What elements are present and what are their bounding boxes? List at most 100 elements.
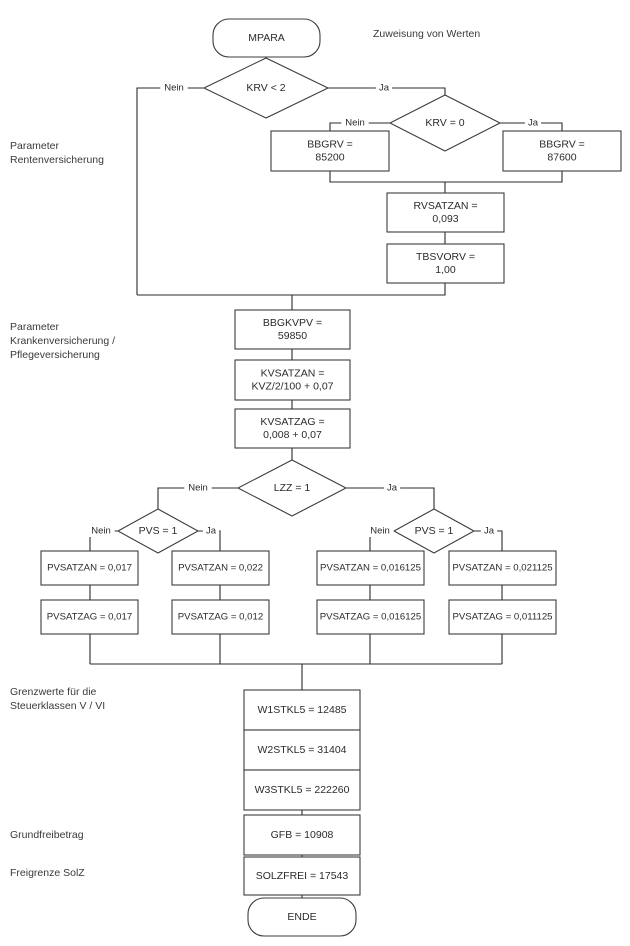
node-label: KVSATZAG =	[260, 416, 324, 428]
node-label: BBGRV =	[307, 138, 353, 150]
label-kranken-pflege: Parameter Krankenversicherung / Pflegeve…	[10, 321, 116, 361]
edge-label-backdrop	[87, 525, 115, 537]
node-label: PVSATZAN = 0,021125	[452, 563, 552, 574]
node-pvs-right[interactable]: PVS = 1	[392, 508, 476, 554]
edge-label-backdrop	[341, 117, 369, 129]
node-pvsatzan-0021125[interactable]: PVSATZAN = 0,021125	[448, 550, 557, 586]
node-label: RVSATZAN =	[413, 200, 477, 212]
node-kvsatzag[interactable]: KVSATZAG =0,008 + 0,07	[234, 408, 351, 449]
node-w1stkl5[interactable]: W1STKL5 = 12485	[243, 689, 361, 731]
label-grundfreibetrag: Grundfreibetrag	[10, 829, 84, 841]
node-label: PVSATZAN = 0,022	[178, 563, 263, 574]
node-pvsatzag-0016125[interactable]: PVSATZAG = 0,016125	[316, 599, 425, 635]
conn-bbgrv1-merge	[329, 171, 445, 183]
node-bbgrv-85200[interactable]: BBGRV =85200	[270, 130, 390, 172]
node-pvs-left[interactable]: PVS = 1	[116, 508, 200, 554]
node-label: ENDE	[287, 911, 316, 923]
edge-krv0-ja: Ja	[528, 118, 539, 129]
edge-label-backdrop	[366, 525, 394, 537]
node-label: PVSATZAG = 0,017	[47, 612, 132, 623]
process-shape	[171, 550, 270, 586]
process-shape	[243, 814, 361, 856]
label-grenzwerte: Grenzwerte für die Steuerklassen V / VI	[10, 686, 106, 712]
node-start[interactable]: MPARA	[212, 18, 321, 58]
node-label: BBGRV =	[539, 138, 585, 150]
node-tbsvorv[interactable]: TBSVORV =1,00	[386, 243, 505, 284]
edge-label-backdrop	[480, 525, 498, 537]
node-w2stkl5[interactable]: W2STKL5 = 31404	[243, 729, 361, 771]
process-shape	[234, 359, 351, 401]
label-rentenversicherung: Parameter Rentenversicherung	[10, 140, 104, 166]
process-shape	[316, 599, 425, 635]
process-shape	[448, 599, 557, 635]
node-kvsatzan[interactable]: KVSATZAN =KVZ/2/100 + 0,07	[234, 359, 351, 401]
process-shape	[448, 550, 557, 586]
process-shape	[386, 192, 505, 233]
edge-label-backdrop	[202, 525, 220, 537]
node-lzz-eq-1[interactable]: LZZ = 1	[236, 459, 348, 517]
node-label: GFB = 10908	[271, 829, 334, 841]
conn-tbsvorv-down	[137, 283, 446, 296]
node-pvsatzan-0017[interactable]: PVSATZAN = 0,017	[40, 550, 139, 586]
node-solzfrei[interactable]: SOLZFREI = 17543	[243, 856, 361, 896]
node-label: PVSATZAG = 0,012	[178, 612, 263, 623]
edge-label-backdrop	[375, 82, 393, 94]
node-krv-eq-0[interactable]: KRV = 0	[388, 94, 502, 152]
node-pvsatzan-0016125[interactable]: PVSATZAN = 0,016125	[316, 550, 425, 586]
decision-shape	[388, 94, 502, 152]
node-pvsatzag-0011125[interactable]: PVSATZAG = 0,011125	[448, 599, 557, 635]
process-shape	[386, 243, 505, 284]
node-w3stkl5[interactable]: W3STKL5 = 222260	[243, 769, 361, 811]
node-label: 1,00	[435, 264, 456, 276]
decision-shape	[202, 57, 330, 119]
process-shape	[316, 550, 425, 586]
node-pvsatzag-0017[interactable]: PVSATZAG = 0,017	[40, 599, 139, 635]
node-pvsatzan-0022[interactable]: PVSATZAN = 0,022	[171, 550, 270, 586]
process-shape	[243, 689, 361, 731]
process-shape	[234, 408, 351, 449]
conn-lzz-ja	[346, 487, 435, 509]
edge-lzz-ja: Ja	[387, 483, 398, 494]
node-bbgrv-87600[interactable]: BBGRV =87600	[502, 130, 622, 172]
terminator-shape	[212, 18, 321, 58]
node-label: SOLZFREI = 17543	[256, 870, 349, 882]
node-rvsatzan[interactable]: RVSATZAN =0,093	[386, 192, 505, 233]
decision-shape	[392, 508, 476, 554]
label-freigrenze-solz: Freigrenze SolZ	[10, 867, 85, 879]
node-label: BBGKVPV =	[263, 317, 322, 329]
node-label: PVSATZAG = 0,016125	[320, 612, 421, 623]
node-end[interactable]: ENDE	[247, 897, 357, 937]
process-shape	[234, 309, 351, 350]
conn-bbgrv2-merge	[445, 171, 563, 183]
node-label: 85200	[315, 151, 344, 163]
edge-label-backdrop	[383, 482, 401, 494]
edge-krv2-ja: Ja	[379, 83, 390, 94]
node-label: PVSATZAG = 0,011125	[453, 612, 553, 623]
node-label: KRV = 0	[425, 117, 464, 129]
node-bbgkvpv[interactable]: BBGKVPV =59850	[234, 309, 351, 350]
edge-pvsleft-nein: Nein	[91, 526, 111, 537]
node-pvsatzag-0012[interactable]: PVSATZAG = 0,012	[171, 599, 270, 635]
node-krv-lt-2[interactable]: KRV < 2	[202, 57, 330, 119]
process-shape	[270, 130, 390, 172]
edge-label-backdrop	[524, 117, 542, 129]
diagram-caption: Zuweisung von Werten	[373, 28, 481, 40]
edge-pvsright-ja: Ja	[484, 526, 495, 537]
node-label: W1STKL5 = 12485	[257, 704, 346, 716]
node-label: KVZ/2/100 + 0,07	[251, 380, 333, 392]
process-shape	[171, 599, 270, 635]
node-label: TBSVORV =	[416, 251, 475, 263]
decision-shape	[236, 459, 348, 517]
edge-label-backdrop	[184, 482, 212, 494]
edge-label-backdrop	[160, 82, 188, 94]
node-label: PVSATZAN = 0,016125	[320, 563, 421, 574]
process-shape	[243, 856, 361, 896]
node-label: 87600	[547, 151, 576, 163]
node-label: 59850	[278, 330, 307, 342]
process-shape	[40, 599, 139, 635]
process-shape	[243, 769, 361, 811]
edge-lzz-nein: Nein	[188, 483, 208, 494]
node-gfb[interactable]: GFB = 10908	[243, 814, 361, 856]
